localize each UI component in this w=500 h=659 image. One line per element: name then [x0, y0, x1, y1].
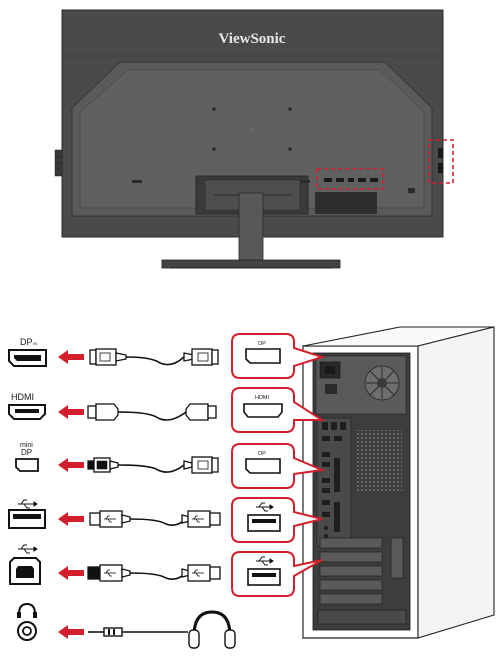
port-label-mini-dp: DP [21, 448, 32, 457]
port-label-dp: DP [20, 337, 33, 347]
stand-base [161, 259, 341, 269]
arrow-left [58, 405, 84, 419]
arrow-left [58, 625, 84, 639]
callout-hdmi: HDMI [231, 387, 326, 433]
monitor-rear: ViewSonic [54, 9, 454, 269]
usb-cable [87, 564, 221, 582]
vesa-screw [288, 147, 292, 151]
pc-tower [302, 326, 495, 639]
headphones [88, 610, 236, 649]
usb-cable [89, 510, 221, 528]
arrow-left [58, 566, 84, 580]
expansion-slots [319, 537, 383, 605]
io-port-recess [315, 192, 377, 214]
usb-trident-icon [18, 499, 38, 509]
displayport-port-icon [245, 458, 281, 474]
port-label-mini: mini [20, 442, 33, 449]
callout-dp-label: DP [258, 341, 266, 347]
callout-mini-dp: DP [231, 443, 326, 489]
callout-displayport: DP [231, 333, 326, 379]
usb-trident-icon [18, 544, 38, 554]
highlight-side-usb [428, 139, 454, 184]
case-vent [356, 430, 402, 492]
callout-hdmi-label: HDMI [255, 395, 270, 401]
vesa-screw [288, 107, 292, 111]
arrow-left [58, 458, 84, 472]
displayport-port-icon [245, 348, 281, 364]
arrow-left [58, 512, 84, 526]
arrow-left [58, 350, 84, 364]
mini-displayport-icon [15, 458, 39, 472]
hdmi-cable [87, 403, 217, 421]
rear-ports [324, 178, 378, 182]
callout-usb-b [231, 551, 323, 597]
port-sublabel-in: IN [33, 341, 37, 346]
headphone-icon [192, 610, 232, 637]
callout-dp2-label: DP [258, 451, 266, 457]
usb-trident-icon [256, 556, 274, 566]
port-label-hdmi: HDMI [11, 392, 34, 402]
hdmi-port-icon [243, 403, 283, 418]
brand-logo: ViewSonic [219, 31, 286, 47]
highlight-port-area [316, 168, 384, 190]
monitor-port-column: DP IN HDMI mini DP [8, 337, 47, 641]
callout-usb-a [231, 497, 323, 543]
usb-trident-icon [256, 502, 274, 512]
mini-dp-to-dp-cable [87, 456, 219, 474]
vesa-screw [212, 147, 216, 151]
headphone-jack-icon [17, 602, 37, 618]
pc-port-callouts: DP HDMI DP [231, 333, 326, 597]
stand-neck [238, 192, 264, 264]
displayport-cable [89, 348, 219, 366]
vesa-screw [212, 107, 216, 111]
connection-arrows [58, 350, 84, 639]
